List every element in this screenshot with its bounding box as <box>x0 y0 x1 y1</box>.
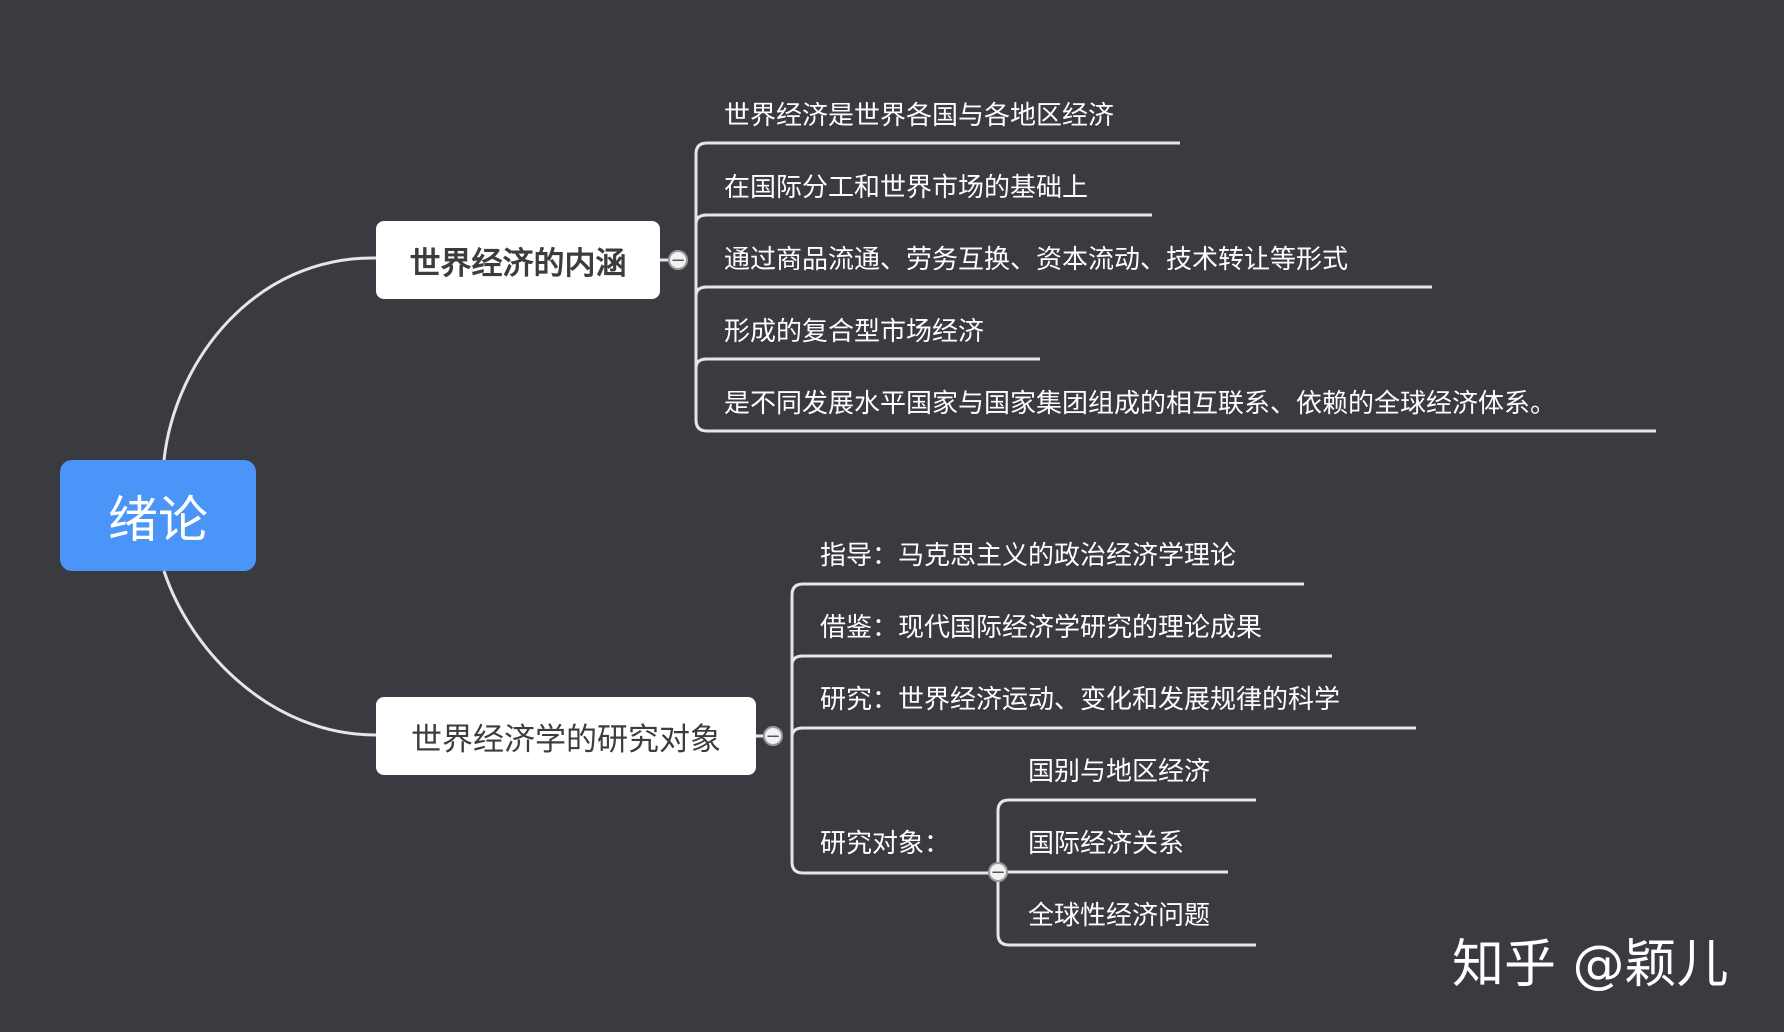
subtopic-research-objects[interactable]: 研究对象： <box>820 829 951 859</box>
subtopic-leaf[interactable]: 形成的复合型市场经济 <box>724 317 985 347</box>
leaf-underline <box>790 726 1416 738</box>
watermark: 知乎 @颖儿 <box>1452 935 1729 995</box>
collapse-toggle-icon[interactable]: − <box>763 726 783 746</box>
topic-world-economy-connotation[interactable]: 世界经济的内涵 <box>376 221 660 299</box>
root-to-branch1-connector <box>162 256 377 461</box>
subtopic-leaf[interactable]: 在国际分工和世界市场的基础上 <box>724 173 1089 203</box>
subtopic-leaf[interactable]: 借鉴：现代国际经济学研究的理论成果 <box>820 613 1263 643</box>
branch2-bracket <box>790 582 804 875</box>
leaf-underline <box>694 213 1152 225</box>
subtopic-leaf[interactable]: 全球性经济问题 <box>1028 901 1211 931</box>
sub-bracket <box>996 798 1010 947</box>
subtopic-leaf[interactable]: 世界经济是世界各国与各地区经济 <box>724 101 1115 131</box>
collapse-toggle-icon[interactable]: − <box>988 862 1008 882</box>
subtopic-leaf[interactable]: 是不同发展水平国家与国家集团组成的相互联系、依赖的全球经济体系。 <box>724 389 1557 419</box>
branch1-bracket <box>694 141 708 433</box>
leaf-underline <box>694 357 1040 369</box>
leaf-underline <box>996 870 1228 882</box>
subtopic-leaf[interactable]: 指导：马克思主义的政治经济学理论 <box>820 541 1237 571</box>
subtopic-leaf[interactable]: 通过商品流通、劳务互换、资本流动、技术转让等形式 <box>724 245 1349 275</box>
leaf-underline <box>694 285 1432 297</box>
collapse-toggle-icon[interactable]: − <box>668 250 688 270</box>
leaf-underline <box>790 654 1332 666</box>
root-to-branch2-connector <box>162 570 377 737</box>
subtopic-leaf[interactable]: 研究：世界经济运动、变化和发展规律的科学 <box>820 685 1341 715</box>
topic-research-object[interactable]: 世界经济学的研究对象 <box>376 697 756 775</box>
subtopic-leaf[interactable]: 国际经济关系 <box>1028 829 1185 859</box>
root-topic[interactable]: 绪论 <box>60 460 256 571</box>
subtopic-leaf[interactable]: 国别与地区经济 <box>1028 757 1211 787</box>
